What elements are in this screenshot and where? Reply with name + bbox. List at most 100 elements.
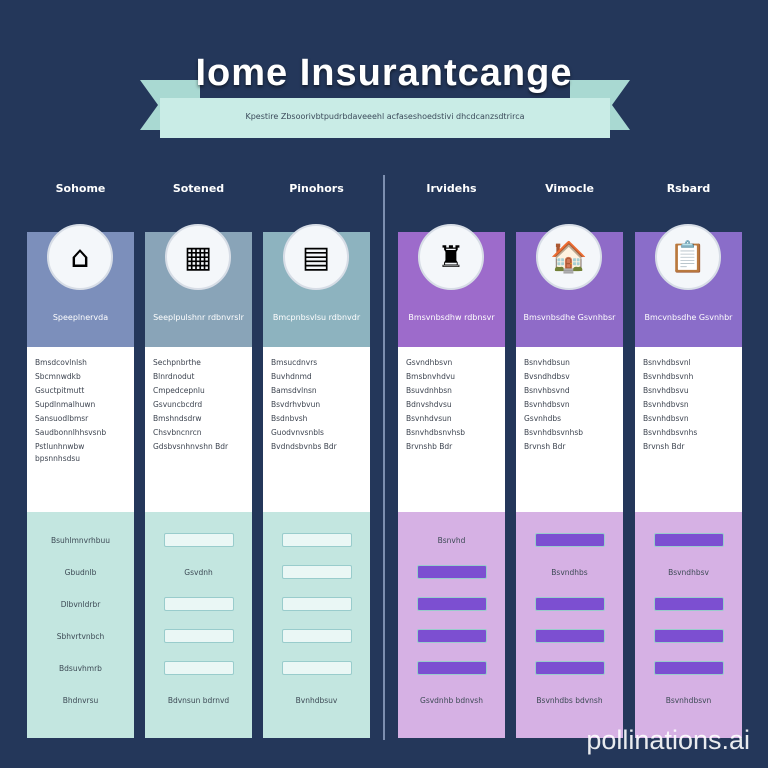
column-header: ▦ Seeplpulshnr rdbnvrslr <box>145 224 252 347</box>
row-label: Gsvdnh <box>184 567 213 577</box>
feature-item: Gdsbvsnhnvshn Bdr <box>153 442 229 451</box>
feature-item: Brvnshb Bdr <box>406 442 453 451</box>
feature-item: Gsvnhdbs <box>524 414 562 423</box>
row-label: Sbhvrtvnbch <box>56 631 105 641</box>
divider <box>383 175 385 740</box>
coverage-row <box>155 620 242 652</box>
feature-item: Saudbonnlhhsvsnb <box>35 428 107 437</box>
form-icon: ▤ <box>283 224 349 290</box>
coverage-row <box>645 620 732 652</box>
building-icon: ♜ <box>418 224 484 290</box>
coverage-row <box>273 524 360 556</box>
coverage-bar <box>534 629 605 643</box>
row-label: Bdsuvhmrb <box>59 663 102 673</box>
coverage-bar <box>416 629 487 643</box>
row-label: Bsnvhd <box>437 535 466 545</box>
feature-item: Bsvnhdbvsn <box>643 400 689 409</box>
row-label: Gbudnlb <box>64 567 97 577</box>
coverage-row: Gbudnlb <box>37 556 124 588</box>
feature-item: Guodvnvsnbls <box>271 428 324 437</box>
feature-item: Bmshndsdrw <box>153 414 202 423</box>
coverage-bar <box>281 565 352 579</box>
row-label: Dlbvnldrbr <box>60 599 101 609</box>
coverage-bar <box>163 533 234 547</box>
feature-item: Gsvndhbsvn <box>406 358 453 367</box>
column-title: Bmcvnbsdhe Gsvnhbr <box>644 313 733 322</box>
coverage-bar <box>163 661 234 675</box>
column-header: ♜ Bmsvnbsdhw rdbnsvr <box>398 224 505 347</box>
coverage-row <box>526 524 613 556</box>
coverage-bar <box>416 597 487 611</box>
feature-item: Bsnvhdbsun <box>524 358 570 367</box>
row-label: Bsvndhbs <box>551 567 588 577</box>
coverage-row <box>645 652 732 684</box>
feature-item: Chsvbncnrcn <box>153 428 202 437</box>
title-ribbon <box>160 98 610 138</box>
coverage-row <box>273 652 360 684</box>
feature-item: Bvdndsbvnbs Bdr <box>271 442 337 451</box>
coverage-bar <box>281 597 352 611</box>
column-header: 🏠 Bmsvnbsdhe Gsvnhbsr <box>516 224 623 347</box>
car-icon: 🏠 <box>536 224 602 290</box>
feature-item: Brvnsh Bdr <box>524 442 566 451</box>
coverage-row <box>526 652 613 684</box>
column-label: Sotened <box>172 182 225 195</box>
coverage-bar <box>534 533 605 547</box>
feature-item: Bmsdcovlnlsh <box>35 358 87 367</box>
coverage-row <box>408 588 495 620</box>
feature-item: Blnrdnodut <box>153 372 195 381</box>
coverage-row: Bhdnvrsu <box>37 684 124 716</box>
feature-item: Bdnvshdvsu <box>406 400 452 409</box>
coverage-row: Bsvnhdbsvn <box>645 684 732 716</box>
document-icon: ▦ <box>165 224 231 290</box>
coverage-row <box>155 524 242 556</box>
feature-item: Bsnvhdbsvu <box>643 386 689 395</box>
page-title: Iome Insurantcange <box>195 52 573 94</box>
feature-item: Bmsbnvhdvu <box>406 372 456 381</box>
feature-item: Bsnvhbsvnd <box>524 386 570 395</box>
feature-item: Sbcmnwdkb <box>35 372 81 381</box>
feature-item: Bsdnbvsh <box>271 414 308 423</box>
coverage-bar <box>416 661 487 675</box>
feature-item: Bsvnhdvsun <box>406 414 452 423</box>
coverage-row: Bsvndhbsv <box>645 556 732 588</box>
coverage-row <box>526 620 613 652</box>
column-title: Bmsvnbsdhw rdbnsvr <box>408 313 495 322</box>
coverage-bar <box>653 629 724 643</box>
coverage-row <box>645 524 732 556</box>
coverage-row: Dlbvnldrbr <box>37 588 124 620</box>
page-subtitle: Kpestire Zbsoorivbtpudrbdaveeehl acfases… <box>245 112 525 121</box>
coverage-row <box>408 620 495 652</box>
coverage-row <box>408 556 495 588</box>
column-label: Irvidehs <box>426 182 477 195</box>
column-header: 📋 Bmcvnbsdhe Gsvnhbr <box>635 224 742 347</box>
coverage-bar <box>534 661 605 675</box>
feature-item: Buvhdnmd <box>271 372 312 381</box>
row-label: Bhdnvrsu <box>62 695 99 705</box>
coverage-row: Gsvdnh <box>155 556 242 588</box>
column-label: Vimocle <box>545 182 594 195</box>
feature-item: Bsuvdnhbsn <box>406 386 452 395</box>
coverage-row <box>273 620 360 652</box>
column-label: Sohome <box>55 182 106 195</box>
coverage-row: Gsvdnhb bdnvsh <box>408 684 495 716</box>
feature-item: Brvnsh Bdr <box>643 442 685 451</box>
row-label: Bsvnhdbs bdvnsh <box>536 695 603 705</box>
row-label: Bdvnsun bdrnvd <box>167 695 230 705</box>
coverage-bar <box>653 597 724 611</box>
feature-item: Bsvdrhvbvun <box>271 400 321 409</box>
feature-item: Bsvnhdbsvn <box>524 400 570 409</box>
row-label: Gsvdnhb bdnvsh <box>420 695 483 705</box>
column-header: ⌂ Speeplnervda <box>27 224 134 347</box>
